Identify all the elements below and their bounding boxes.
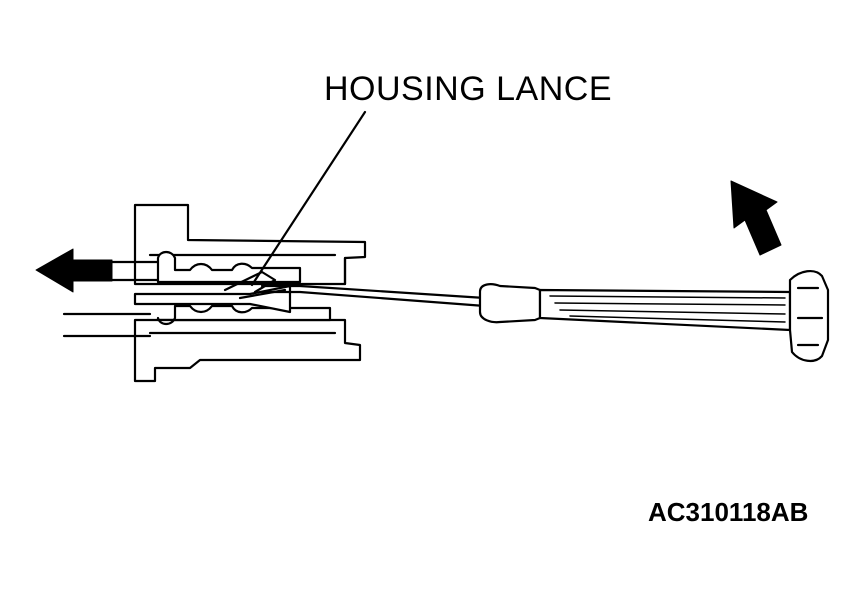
- callout-leader-line: [250, 110, 367, 287]
- screwdriver: [260, 270, 830, 362]
- lever-direction-arrow: [730, 180, 782, 256]
- wire-lead: [62, 260, 162, 338]
- connector-housing: [133, 203, 367, 383]
- pull-direction-arrow: [35, 248, 113, 293]
- housing-lance-label: HOUSING LANCE: [324, 70, 612, 108]
- figure-code: AC310118AB: [648, 497, 809, 527]
